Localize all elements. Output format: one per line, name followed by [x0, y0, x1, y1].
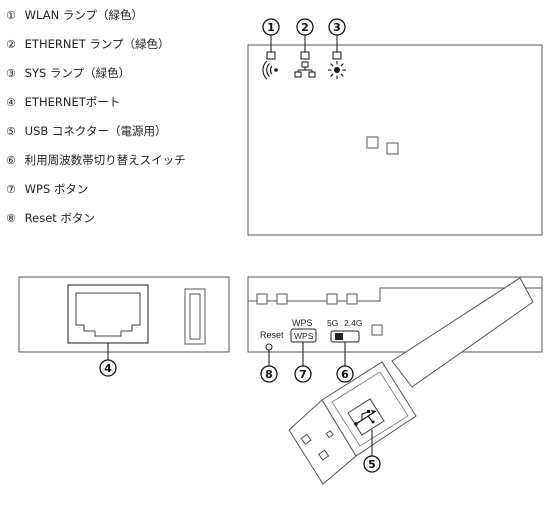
- callout-3: 3: [328, 18, 346, 52]
- usb-connector: 5: [288, 277, 534, 485]
- side-view: Reset WPS WPS 5G 2.4G 8 7 6: [247, 276, 543, 383]
- legend-label: WPS ボタン: [24, 182, 89, 196]
- side-vent-square: [276, 293, 288, 305]
- top-vent-square: [386, 142, 399, 155]
- callout-number: 7: [299, 368, 307, 381]
- ethernet-port-socket: [75, 292, 141, 337]
- legend-item-ethernet-lamp: ② ETHERNET ランプ（緑色）: [6, 37, 170, 52]
- legend-number: ⑤: [6, 125, 16, 138]
- usb-plug-housing-edge: [331, 371, 409, 447]
- legend-item-wps-button: ⑦ WPS ボタン: [6, 182, 88, 197]
- band-switch-knob: [335, 333, 343, 340]
- side-vent-square: [326, 293, 338, 305]
- legend-label: SYS ランプ（緑色）: [24, 66, 131, 80]
- sys-lamp: [332, 51, 342, 60]
- callout-2: 2: [296, 18, 314, 52]
- callout-number: 3: [333, 21, 341, 34]
- legend-label: ETHERNETポート: [24, 95, 121, 109]
- callout-4: 4: [99, 343, 117, 377]
- side-view-edge: [248, 287, 542, 302]
- usb-plug-hole: [318, 449, 330, 461]
- usb-plug-metal: [288, 399, 357, 485]
- reset-button: [265, 343, 273, 351]
- top-vent-square: [366, 136, 379, 149]
- top-view-body: [247, 44, 543, 236]
- callout-circle: [294, 365, 312, 383]
- callout-circle: [363, 455, 381, 473]
- usb-icon: [354, 410, 377, 426]
- band-24g-label: 2.4G: [344, 318, 362, 328]
- reset-label: Reset: [260, 330, 284, 340]
- callout-number: 1: [267, 21, 275, 34]
- callout-circle: [336, 365, 354, 383]
- callout-number: 8: [265, 368, 273, 381]
- wlan-lamp: [266, 51, 276, 60]
- usb-cable-arm: [391, 277, 534, 388]
- top-view: 1 2 3: [247, 18, 543, 236]
- legend-item-usb-connector: ⑤ USB コネクター（電源用）: [6, 124, 166, 139]
- legend-item-reset-button: ⑧ Reset ボタン: [6, 211, 95, 226]
- legend-label: Reset ボタン: [24, 211, 95, 225]
- legend-number: ⑥: [6, 154, 16, 167]
- wifi-icon: [262, 60, 278, 80]
- front-view: 4: [18, 276, 230, 377]
- callout-7: 7: [294, 342, 312, 383]
- callout-circle: [260, 365, 278, 383]
- usb-plug-hole: [300, 433, 312, 445]
- side-vent-square: [371, 324, 383, 336]
- callout-5: 5: [363, 430, 381, 473]
- usb-plug-hole: [325, 429, 334, 439]
- callout-circle: [99, 359, 117, 377]
- legend-number: ②: [6, 38, 16, 51]
- legend-item-wlan-lamp: ① WLAN ランプ（緑色）: [6, 8, 143, 23]
- band-5g-label: 5G: [327, 318, 338, 328]
- legend-label: 利用周波数帯切り替えスイッチ: [24, 153, 186, 167]
- callout-number: 5: [368, 458, 376, 471]
- callout-number: 2: [301, 21, 309, 34]
- side-vent-square: [256, 293, 268, 305]
- side-vent-square: [346, 293, 358, 305]
- legend-item-ethernet-port: ④ ETHERNETポート: [6, 95, 120, 110]
- legend-number: ③: [6, 67, 16, 80]
- sun-icon: [328, 61, 346, 79]
- legend-number: ④: [6, 96, 16, 109]
- legend-label: WLAN ランプ（緑色）: [24, 8, 143, 22]
- legend-label: USB コネクター（電源用）: [24, 124, 167, 138]
- legend-item-band-switch: ⑥ 利用周波数帯切り替えスイッチ: [6, 153, 186, 168]
- legend-number: ⑧: [6, 212, 16, 225]
- network-icon: [294, 61, 316, 78]
- legend-number: ⑦: [6, 183, 16, 196]
- legend-label: ETHERNET ランプ（緑色）: [24, 37, 170, 51]
- callout-8: 8: [260, 350, 278, 383]
- callout-number: 4: [104, 362, 112, 375]
- ethernet-lamp: [300, 51, 310, 60]
- callout-1: 1: [262, 18, 280, 52]
- wps-top-label: WPS: [292, 318, 313, 328]
- callout-number: 6: [341, 368, 349, 381]
- legend-item-sys-lamp: ③ SYS ランプ（緑色）: [6, 66, 130, 81]
- legend-number: ①: [6, 9, 16, 22]
- wps-button-label: WPS: [294, 331, 314, 341]
- callout-6: 6: [336, 342, 354, 383]
- front-side-slot-inner: [189, 293, 201, 340]
